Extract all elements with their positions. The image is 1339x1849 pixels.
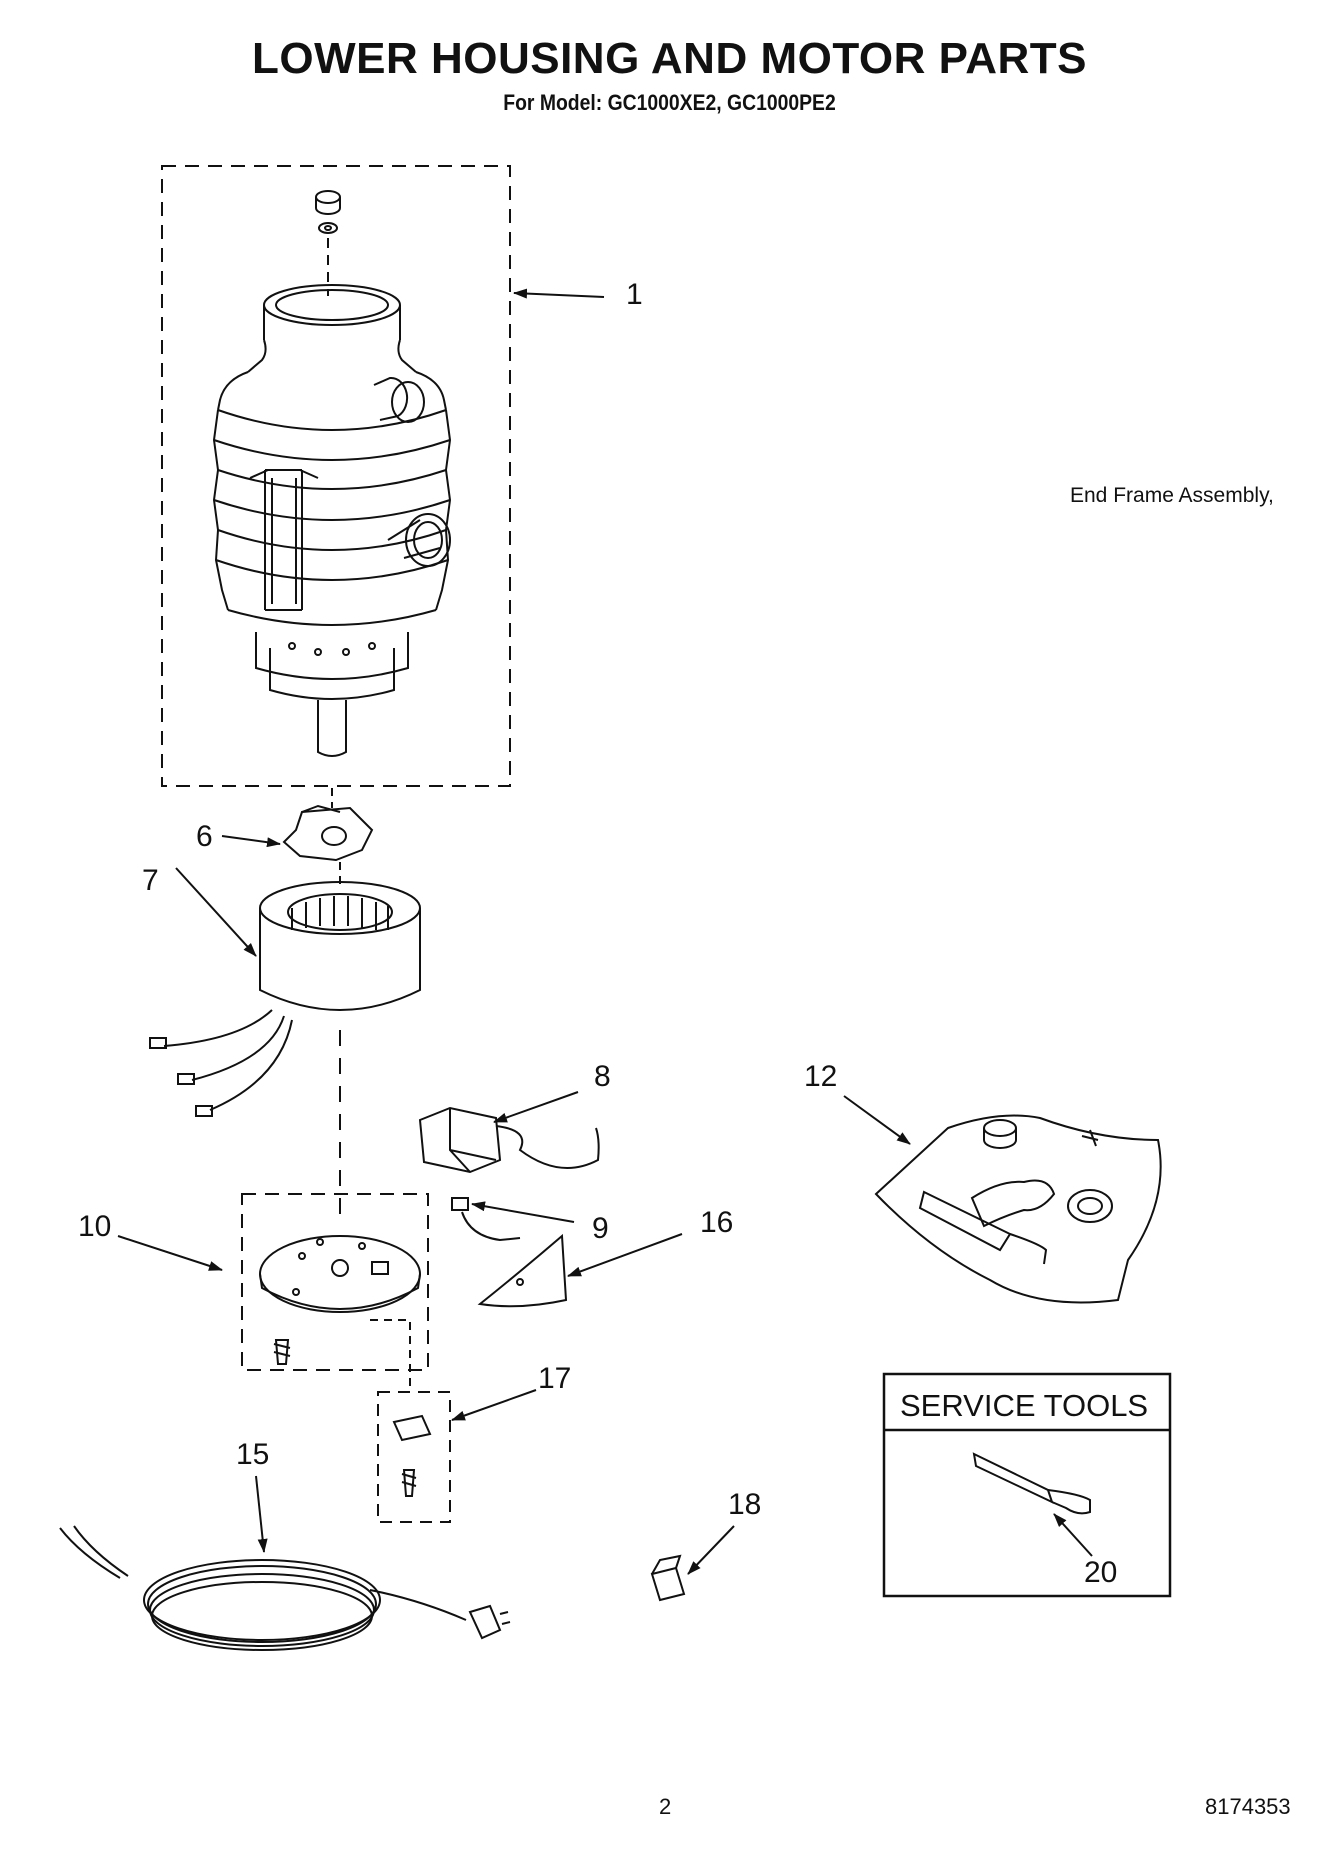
part-12-leader: [843, 1095, 911, 1145]
part-10-group-box: [241, 1193, 429, 1371]
part-20-leader: [1053, 1513, 1093, 1557]
part-9-connector-icon: [451, 1197, 521, 1242]
part-8-switch-icon: [418, 1106, 600, 1174]
part-17-screw-icon: [401, 1469, 417, 1497]
callout-17: 17: [538, 1362, 572, 1395]
callout-10: 10: [78, 1210, 112, 1243]
part-1-cap-icon: [315, 190, 341, 234]
part-16-shield-icon: [477, 1233, 568, 1308]
part-17-gasket-icon: [392, 1414, 432, 1442]
part-17-leader: [451, 1389, 537, 1421]
part-9-leader: [471, 1201, 575, 1223]
service-tools-box: [882, 1372, 1172, 1598]
part-10-leader: [117, 1235, 223, 1271]
model-subtitle: For Model: GC1000XE2, GC1000PE2: [503, 90, 836, 115]
part-1-group-box: [161, 165, 511, 787]
part-7-leader: [175, 867, 257, 957]
callout-16: 16: [700, 1206, 734, 1239]
callout-20: 20: [1084, 1556, 1118, 1589]
part-10-screw-icon: [273, 1339, 291, 1365]
callout-15: 15: [236, 1438, 270, 1471]
callout-6: 6: [196, 820, 213, 853]
part-12-bag-icon: [874, 1114, 1162, 1304]
lower-housing-icon: [212, 284, 452, 757]
callout-8: 8: [594, 1060, 611, 1093]
part-8-leader: [493, 1091, 579, 1123]
document-number: 8174353: [1205, 1794, 1291, 1819]
part-6-clip-icon: [282, 804, 374, 862]
callout-7: 7: [142, 864, 159, 897]
service-tools-title: SERVICE TOOLS: [900, 1388, 1149, 1423]
part-18-leader: [687, 1525, 735, 1575]
part-10-end-frame-icon: [259, 1235, 421, 1313]
part-7-wires-icon: [149, 1009, 293, 1117]
part-17-group-box: [377, 1391, 451, 1523]
part-16-leader: [567, 1233, 683, 1277]
part-7-stator-icon: [259, 881, 421, 1011]
callout-1: 1: [626, 278, 643, 311]
callout-9: 9: [592, 1212, 609, 1245]
page-number: 2: [659, 1794, 672, 1819]
end-frame-note: End Frame Assembly,: [1070, 484, 1274, 507]
part-15-leader: [255, 1475, 268, 1553]
part-20-wrench-icon: [972, 1452, 1091, 1515]
part-6-leader: [221, 835, 281, 848]
callout-18: 18: [728, 1488, 762, 1521]
page-title: LOWER HOUSING AND MOTOR PARTS: [251, 34, 1087, 83]
part-15-power-cord-icon: [59, 1525, 511, 1651]
callout-12: 12: [804, 1060, 838, 1093]
part-1-leader: [513, 288, 605, 299]
part-18-clip-icon: [650, 1554, 686, 1602]
